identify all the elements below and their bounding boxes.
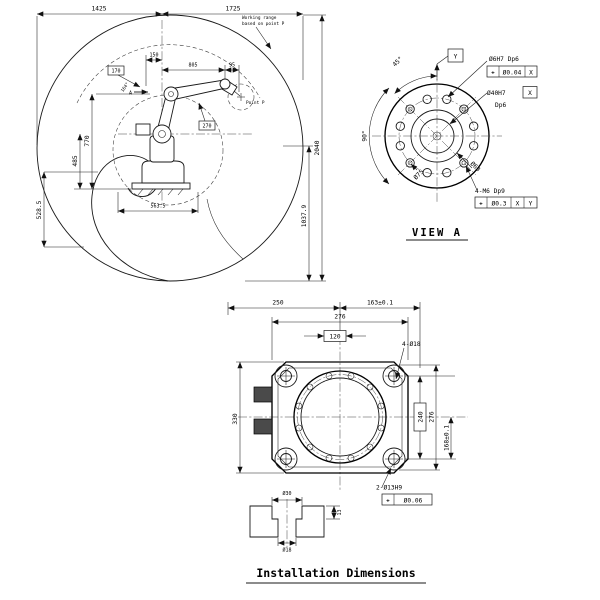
datum-y-label: Y [454,54,458,61]
dim-2040-label: 2040 [314,140,321,155]
dim-1037-label: 1037.9 [301,205,308,228]
dim-1425-label: 1425 [92,6,107,13]
tol1-value: Ø0.04 [503,69,522,77]
bore-depth-label: Dp6 [495,102,506,109]
datum-x-label: X [528,90,532,97]
dim-1725-label: 1725 [226,6,241,13]
callout-box-1: 170 [111,69,120,75]
counterbore-section-detail: Ø30 13 Ø18 [249,490,343,554]
connector-block-1 [253,386,273,403]
tol3-position-symbol: ⌖ [386,498,390,505]
bore-diameter-label: Ø40H7 [487,89,506,97]
callout-box-2: 270 [202,124,211,130]
detail-13-label: 13 [337,509,343,515]
point-p-label: Point P [246,100,265,106]
view-a-flange: Y 45° 90° Ø6H7 Dp6 ⌖ Ø0.04 X Ø40H7 X Dp6… [361,48,538,241]
dia-63-label: Ø63 [469,160,483,174]
angle-45-label: 45° [391,55,405,69]
flange-circles [372,68,502,204]
dim-485-label: 485 [72,155,79,166]
working-range-diagram: 1425 1725 Working range based on point P… [36,6,326,282]
detail-dia30-label: Ø30 [282,490,291,497]
dim-240-label: 240 [418,411,425,422]
tol2-datum2: Y [529,201,533,208]
corner-holes-label: 4-Ø18 [402,340,421,348]
dim-95-label: 95 [229,63,235,69]
dim-120-label: 120 [329,334,340,341]
tol2-position-symbol: ⌖ [479,201,483,208]
dia-75-label: Ø75 [412,168,426,182]
working-range-note-line2: based on point P [242,21,285,27]
connector-block-2 [253,418,273,435]
installation-view: 250 163±0.1 276 120 4-Ø18 330 240 276 16… [227,300,468,584]
dim-770-label: 770 [84,135,91,146]
dim-330-label: 330 [232,413,239,424]
installation-title: Installation Dimensions [256,566,415,580]
tol2-datum1: X [516,201,520,208]
angle-90-label: 90° [361,130,369,141]
base-plate [238,336,468,492]
view-a-annotations: Y 45° 90° Ø6H7 Dp6 ⌖ Ø0.04 X Ø40H7 X Dp6… [361,48,538,209]
dim-250-label: 250 [272,300,283,307]
tap-note-label: 4-M6 Dp9 [475,188,505,195]
joint-angle-label: 164° [120,81,131,93]
dim-276-top-label: 276 [334,314,345,321]
detail-dia18-label: Ø18 [282,547,291,554]
robot-arm-silhouette [131,78,245,196]
working-range-dimensions: 1425 1725 Working range based on point P… [36,6,326,282]
dim-528-label: 528.5 [36,200,43,219]
working-range-note-line1: Working range [242,15,277,21]
tol1-datum: X [529,70,533,77]
view-a-arrow-label: A [129,91,132,97]
dim-276-right-label: 276 [429,411,436,422]
dowel-note-label: 2-Ø13H9 [376,484,402,492]
dim-163-label: 163±0.1 [367,300,393,307]
tol2-value: Ø0.3 [492,200,507,208]
dim-563-label: 563.5 [150,204,165,210]
view-a-title: VIEW A [412,227,462,239]
dim-150-label: 150 [149,53,158,59]
hole-note-label: Ø6H7 Dp6 [489,55,519,63]
tol1-position-symbol: ⌖ [491,70,495,77]
dim-168-label: 168±0.1 [444,425,451,451]
dim-805-label: 805 [188,63,197,69]
tol3-value: Ø0.06 [404,497,423,505]
installation-dimensions: 250 163±0.1 276 120 4-Ø18 330 240 276 16… [227,300,456,506]
